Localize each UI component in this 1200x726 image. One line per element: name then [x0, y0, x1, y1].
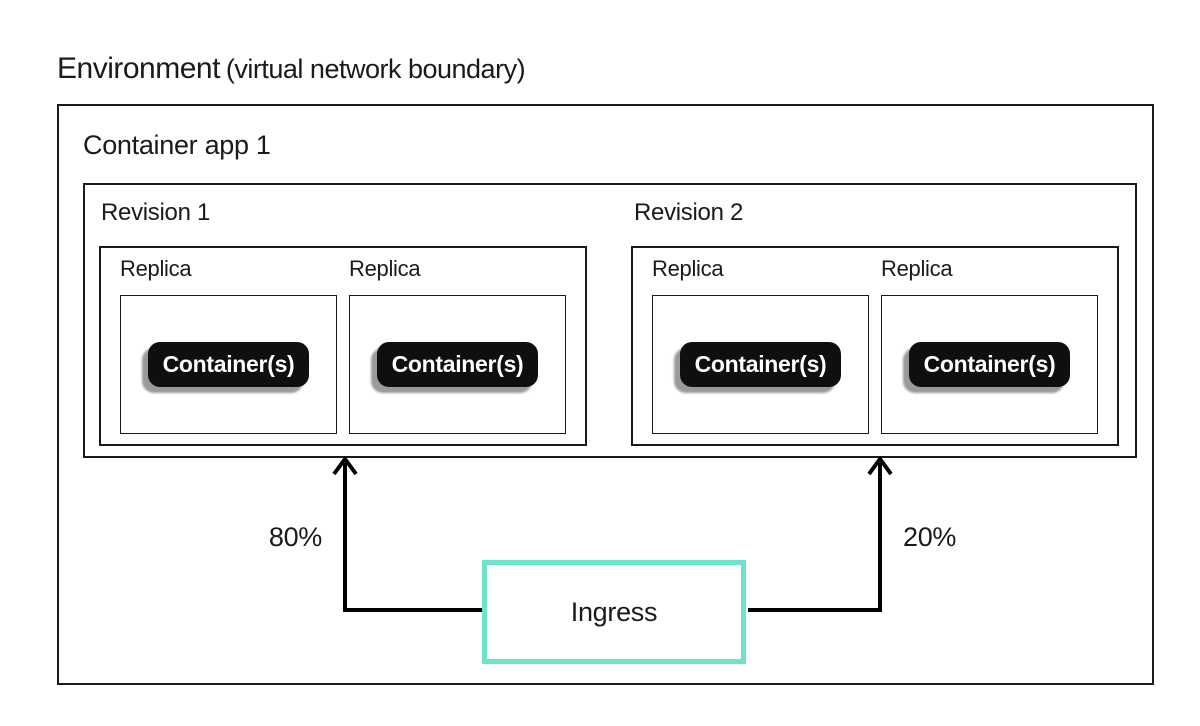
- replica-box: Container(s): [652, 295, 869, 434]
- arrow-shaft: [748, 463, 882, 612]
- traffic-arrow-left: [332, 455, 482, 612]
- traffic-label-revision-2: 20%: [903, 522, 957, 552]
- traffic-arrow-right: [748, 455, 893, 612]
- replica-label: Replica: [120, 256, 192, 281]
- replica-cell: Replica Container(s): [120, 256, 337, 444]
- ingress-label: Ingress: [570, 596, 658, 627]
- revision-2-box: Replica Container(s) Replica Container(s…: [631, 246, 1119, 446]
- ingress-box: Ingress: [482, 560, 746, 664]
- container-app-box: Revision 1 Replica Container(s) Replica …: [83, 183, 1137, 458]
- arrowhead-up-icon: [867, 455, 893, 476]
- arrowhead-up-icon: [332, 455, 358, 476]
- environment-title-suffix: (virtual network boundary): [225, 54, 526, 84]
- replica-label: Replica: [652, 256, 724, 281]
- replica-cell: Replica Container(s): [349, 256, 566, 444]
- revision-2-label: Revision 2: [634, 199, 744, 226]
- containers-badge: Container(s): [147, 342, 310, 387]
- replica-cell: Replica Container(s): [881, 256, 1098, 444]
- environment-title: Environment(virtual network boundary): [57, 52, 526, 86]
- environment-title-main: Environment: [57, 52, 220, 85]
- replica-label: Replica: [349, 256, 421, 281]
- replica-box: Container(s): [349, 295, 566, 434]
- arrow-shaft: [343, 463, 482, 612]
- replica-cell: Replica Container(s): [652, 256, 869, 444]
- revision-1-label: Revision 1: [101, 199, 211, 226]
- container-app-label: Container app 1: [83, 130, 271, 160]
- traffic-label-revision-1: 80%: [268, 522, 322, 552]
- revision-1-box: Replica Container(s) Replica Container(s…: [99, 246, 587, 446]
- replica-label: Replica: [881, 256, 953, 281]
- containers-badge: Container(s): [908, 342, 1071, 387]
- replica-box: Container(s): [881, 295, 1098, 434]
- containers-badge: Container(s): [376, 342, 539, 387]
- containers-badge: Container(s): [679, 342, 842, 387]
- replica-box: Container(s): [120, 295, 337, 434]
